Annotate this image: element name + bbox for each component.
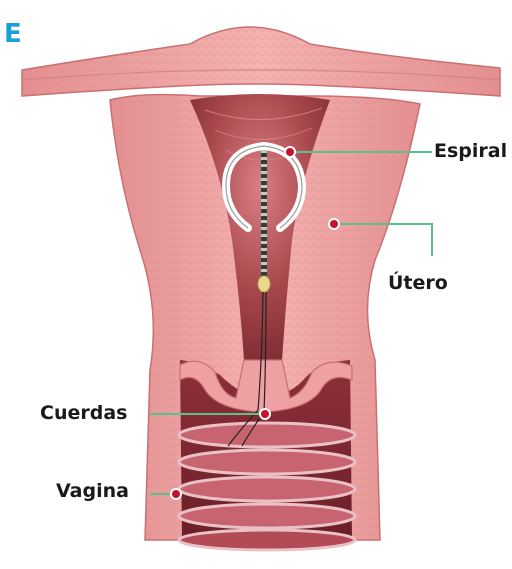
cuerdas-marker	[260, 409, 270, 419]
espiral-marker	[285, 147, 295, 157]
label-utero: Útero	[388, 272, 448, 294]
label-vagina: Vagina	[56, 480, 129, 502]
label-cuerdas: Cuerdas	[40, 402, 127, 424]
label-espiral: Espiral	[434, 140, 507, 162]
vagina-marker	[171, 489, 181, 499]
utero-marker	[329, 219, 339, 229]
